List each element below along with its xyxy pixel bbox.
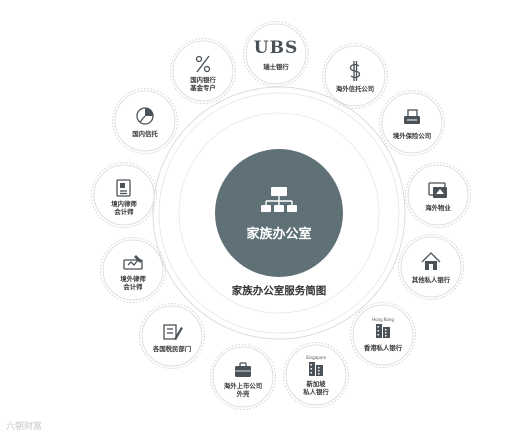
inner-orbit-ring <box>178 112 380 314</box>
briefcase-icon <box>235 362 251 377</box>
dollar-icon <box>349 61 361 81</box>
node-overseas-insurance: 境外保险公司 <box>379 90 445 156</box>
node-label: 私人银行 <box>302 387 329 396</box>
node-dashed-ring <box>100 237 166 303</box>
node-tax-authority: 各国税民部门 <box>139 303 205 369</box>
node-label: 海外物业 <box>425 203 451 212</box>
middle-orbit-ring <box>158 92 400 334</box>
node-circle <box>324 45 386 107</box>
node-circle <box>172 40 234 102</box>
node-circle <box>114 90 176 152</box>
house-icon <box>421 252 441 270</box>
center-circle <box>215 149 343 277</box>
node-label: 海外信托公司 <box>336 84 374 93</box>
node-label: 基金专户 <box>189 83 216 92</box>
ubs-logo: UBS <box>254 38 298 58</box>
node-overseas-trust: 海外信托公司 <box>322 43 388 109</box>
node-overseas-property: 海外物业 <box>405 162 471 228</box>
node-dashed-ring <box>322 43 388 109</box>
hk-building-icon: Hong Kong <box>372 317 394 338</box>
diagram-caption: 家族办公室服务简图 <box>232 284 327 297</box>
property-icon <box>428 182 447 198</box>
node-dashed-ring <box>170 38 236 104</box>
node-circle <box>102 239 164 301</box>
insurance-icon <box>404 109 420 124</box>
orbit-rings <box>152 86 406 340</box>
org-chart-icon <box>261 187 297 212</box>
node-label: 海外上市公司 <box>224 381 262 390</box>
node-label: 国内信托 <box>132 129 158 138</box>
pie-icon <box>136 107 154 125</box>
node-dashed-ring <box>350 302 416 368</box>
node-label: 会计师 <box>114 207 134 216</box>
node-dashed-ring <box>210 344 276 410</box>
node-label: 国内银行 <box>190 75 216 84</box>
sg-building-icon: Singapore <box>306 355 327 376</box>
node-label: 其他私人银行 <box>412 275 451 284</box>
center-label: 家族办公室 <box>246 226 311 242</box>
node-dashed-ring <box>139 303 205 369</box>
percent-icon <box>195 55 211 73</box>
center-hub: 家族办公室 <box>215 149 343 277</box>
node-label: 会计师 <box>123 282 143 291</box>
node-circle <box>141 305 203 367</box>
watermark: 六朝财富 <box>6 422 43 432</box>
building-logo-text: Hong Kong <box>372 317 394 322</box>
outer-orbit-ring <box>152 86 406 340</box>
node-label: 境外保险公司 <box>393 131 431 140</box>
node-domestic-trust: 国内信托 <box>112 88 178 154</box>
node-label: 各国税民部门 <box>152 344 191 353</box>
node-label: 外壳 <box>237 389 250 398</box>
node-dashed-ring <box>112 88 178 154</box>
node-swiss-bank: UBS 瑞士银行 <box>243 21 309 87</box>
node-other-private-bank: 其他私人银行 <box>398 234 464 300</box>
node-circle <box>93 164 155 226</box>
node-dashed-ring <box>398 234 464 300</box>
check-icon <box>123 255 143 270</box>
node-label: 香港私人银行 <box>364 343 403 352</box>
node-dashed-ring <box>243 21 309 87</box>
node-label: 瑞士银行 <box>263 62 289 71</box>
node-hk-private-bank: Hong Kong 香港私人银行 <box>350 302 416 368</box>
tax-form-icon <box>163 324 183 340</box>
node-dashed-ring <box>379 90 445 156</box>
node-dashed-ring <box>405 162 471 228</box>
node-dashed-ring <box>283 342 349 408</box>
node-circle <box>245 23 307 85</box>
node-label: 境内律师 <box>111 199 137 208</box>
document-icon <box>116 179 131 197</box>
node-label: 境外律师 <box>120 274 146 283</box>
building-logo-text: Singapore <box>306 355 327 360</box>
node-dashed-ring <box>91 162 157 228</box>
node-label: 新加坡 <box>306 379 326 388</box>
